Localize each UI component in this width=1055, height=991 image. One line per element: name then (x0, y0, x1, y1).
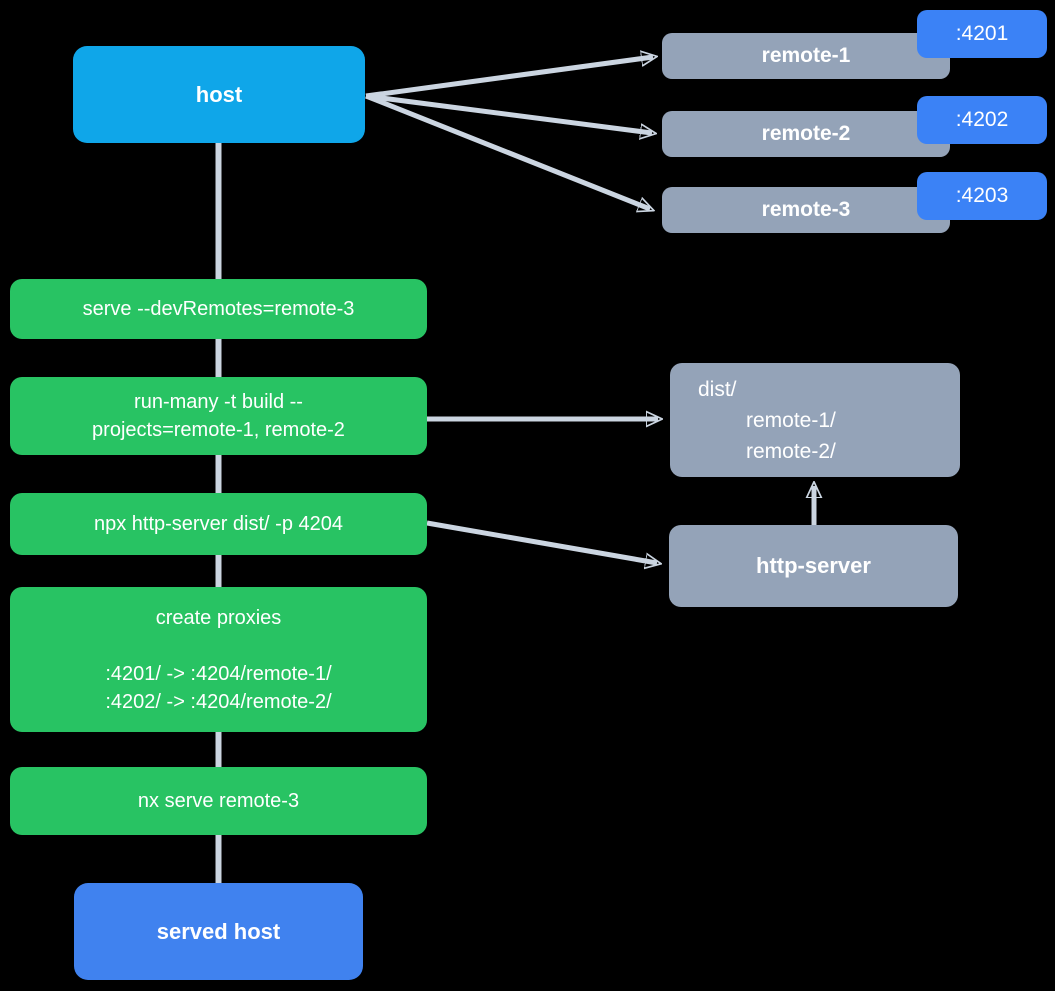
command-serve-dev-remotes: serve --devRemotes=remote-3 (10, 279, 427, 339)
dist-folder-node: dist/ remote-1/ remote-2/ (670, 363, 960, 477)
port-badge-4203: :4203 (917, 172, 1047, 220)
remote-1-node: remote-1 (662, 33, 950, 79)
arrow-host-to-remote-2 (365, 93, 652, 133)
dist-folder-line: remote-1/ (746, 408, 836, 432)
port-badge-4201: :4201 (917, 10, 1047, 58)
command-create-proxies: create proxies :4201/ -> :4204/remote-1/… (10, 587, 427, 732)
remote-1-label: remote-1 (761, 44, 851, 67)
arrow-host-to-remote-3 (365, 93, 650, 209)
host-node: host (73, 46, 365, 143)
remote-2-node: remote-2 (662, 111, 950, 157)
arrow-httpserver-cmd-to-httpserver (426, 520, 657, 563)
arrow-host-to-remote-1 (365, 57, 653, 99)
command-line: :4201/ -> :4204/remote-1/ (105, 662, 332, 685)
command-line-spacer (10, 632, 427, 660)
command-line: serve --devRemotes=remote-3 (82, 298, 355, 320)
port-badge-4202-label: :4202 (955, 108, 1009, 131)
command-line: run-many -t build -- (134, 391, 303, 413)
remote-3-node: remote-3 (662, 187, 950, 233)
command-line: :4202/ -> :4204/remote-2/ (105, 690, 332, 713)
command-run-many-build: run-many -t build -- projects=remote-1, … (10, 377, 427, 455)
command-npx-http-server: npx http-server dist/ -p 4204 (10, 493, 427, 555)
dist-folder-line: dist/ (698, 377, 737, 401)
port-badge-4201-label: :4201 (955, 22, 1009, 45)
command-nx-serve-remote-3: nx serve remote-3 (10, 767, 427, 835)
port-badge-4203-label: :4203 (955, 184, 1009, 207)
served-host-node: served host (74, 883, 363, 980)
command-line: projects=remote-1, remote-2 (92, 419, 345, 441)
remote-2-label: remote-2 (761, 122, 851, 145)
remote-3-label: remote-3 (761, 198, 851, 221)
http-server-node: http-server (669, 525, 958, 607)
host-label: host (195, 81, 243, 107)
command-line: create proxies (155, 606, 282, 629)
command-line: nx serve remote-3 (137, 790, 300, 812)
http-server-label: http-server (756, 553, 871, 578)
command-line: npx http-server dist/ -p 4204 (93, 513, 343, 535)
port-badge-4202: :4202 (917, 96, 1047, 144)
dist-folder-line: remote-2/ (746, 439, 836, 463)
served-host-label: served host (156, 918, 281, 944)
